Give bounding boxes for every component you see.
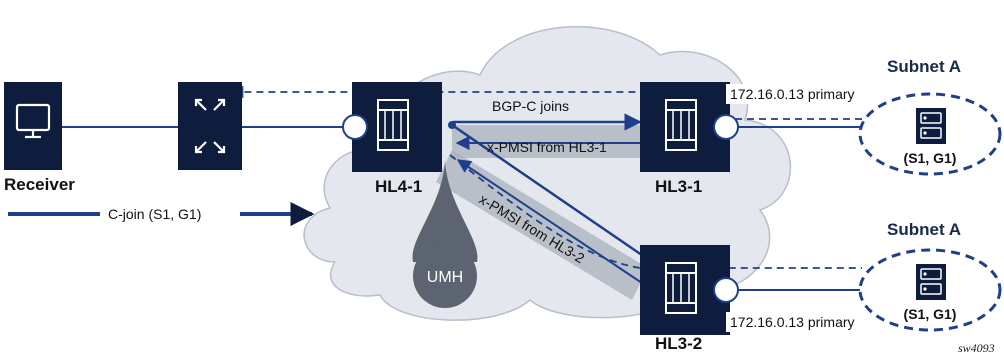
receiver-node: Receiver (4, 82, 75, 194)
hl3-1-label: HL3-1 (655, 177, 702, 196)
server-icon (916, 264, 946, 300)
hl4-1-label: HL4-1 (375, 177, 422, 196)
hl3-2-port (713, 277, 739, 303)
subnet-a-bottom-address: 172.16.0.13 primary (730, 314, 855, 330)
switch-arrows-icon (178, 82, 242, 170)
umh-marker: UMH (412, 160, 478, 308)
xpmsi-band-hl3-1 (452, 125, 640, 158)
hl4-junction-dot (448, 121, 456, 129)
subnet-a-top: Subnet A (S1, G1) (858, 57, 1002, 176)
subnet-a-bottom-title: Subnet A (887, 220, 961, 239)
hl4-1-port (342, 114, 368, 140)
cjoin-legend: C-join (S1, G1) (8, 202, 315, 226)
router-hl4-1: HL4-1 (342, 82, 442, 196)
router-hl3-1: HL3-1 (640, 82, 739, 196)
umh-label: UMH (427, 269, 463, 286)
monitor-icon (4, 82, 62, 170)
subnet-a-top-address: 172.16.0.13 primary (730, 86, 855, 102)
bgp-c-joins-label: BGP-C joins (492, 98, 569, 114)
xpmsi-hl3-1-label: x-PMSI from HL3-1 (487, 139, 607, 155)
server-icon (916, 108, 946, 144)
dashed-path-hl3-2 (449, 154, 862, 269)
router-hl3-2: HL3-2 (640, 245, 739, 353)
xpmsi-hl3-2-arrow (456, 159, 643, 284)
subnet-a-top-group: (S1, G1) (904, 150, 957, 166)
xpmsi-band-hl3-2 (436, 150, 648, 300)
figure-id: sw4093 (958, 341, 995, 355)
cjoin-label: C-join (S1, G1) (108, 206, 201, 222)
receiver-label: Receiver (4, 175, 75, 194)
switch-node (178, 82, 242, 170)
hl3-2-label: HL3-2 (655, 334, 702, 353)
hl3-1-port (713, 114, 739, 140)
subnet-a-bottom: Subnet A (S1, G1) (858, 220, 1002, 332)
subnet-a-top-title: Subnet A (887, 57, 961, 76)
subnet-a-bottom-group: (S1, G1) (904, 306, 957, 322)
hl4-hl3-2-line (451, 123, 653, 264)
